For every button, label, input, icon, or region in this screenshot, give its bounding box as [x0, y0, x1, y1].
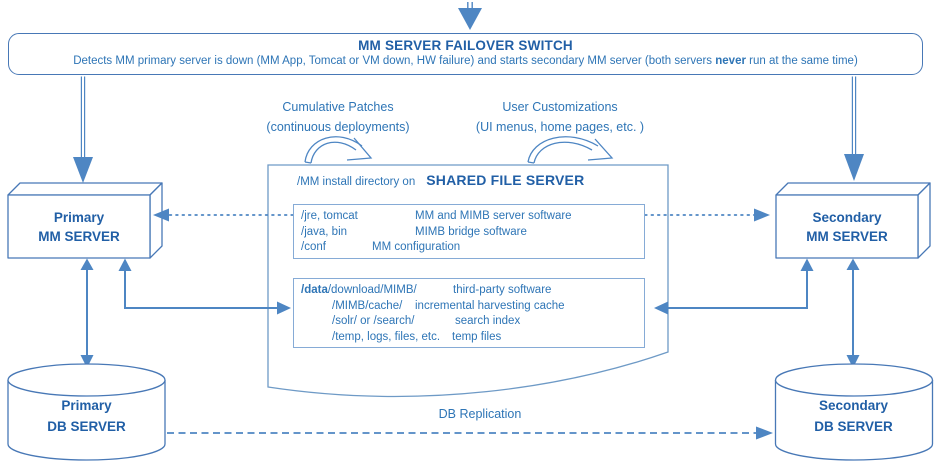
failover-to-primary-arrow: [73, 76, 93, 183]
primary-db-server-cylinder: [7, 363, 166, 461]
banner-subtitle: Detects MM primary server is down (MM Ap…: [73, 55, 858, 67]
failover-to-secondary-arrow: [844, 76, 864, 181]
primary-mm-db-arrow: [80, 258, 94, 368]
secondary-mm-server-label: Secondary MM SERVER: [806, 209, 888, 244]
cumulative-patches-label: Cumulative Patches (continuous deploymen…: [266, 100, 410, 134]
install-directory-label: /MM install directory on: [297, 176, 416, 188]
user-customizations-curved-arrow-icon: [527, 136, 614, 164]
file-row: /data/download/MIMB/ third-party softwar…: [301, 284, 552, 296]
db-replication-arrow: [167, 426, 773, 440]
cumulative-patches-curved-arrow-icon: [304, 136, 373, 164]
software-read-arrow-secondary: [644, 208, 770, 222]
primary-mm-data-arrow: [118, 258, 291, 315]
banner-title: MM SERVER FAILOVER SWITCH: [358, 38, 573, 53]
primary-mm-server-box: [7, 182, 163, 259]
secondary-db-server-label: Secondary DB SERVER: [814, 398, 893, 434]
file-row: /solr/ or /search/ search index: [332, 315, 521, 327]
file-row: /conf MM configuration: [301, 241, 461, 253]
primary-mm-server-label: Primary MM SERVER: [38, 209, 120, 244]
file-row: /MIMB/cache/ incremental harvesting cach…: [332, 299, 565, 312]
secondary-mm-server-box: [775, 182, 931, 259]
user-customizations-label: User Customizations (UI menus, home page…: [475, 100, 645, 134]
secondary-mm-data-arrow: [654, 258, 814, 315]
file-row: /java, bin MIMB bridge software: [301, 225, 527, 238]
secondary-mm-db-arrow: [846, 258, 860, 368]
db-replication-label: DB Replication: [438, 407, 522, 421]
failover-switch-banner: MM SERVER FAILOVER SWITCH Detects MM pri…: [8, 33, 923, 75]
incoming-failover-arrow-icon: [458, 2, 482, 30]
file-row: /temp, logs, files, etc. temp files: [332, 330, 502, 343]
data-directory-box: /data/download/MIMB/ third-party softwar…: [293, 278, 645, 348]
software-directory-box: /jre, tomcat MM and MIMB server software…: [293, 204, 645, 259]
shared-file-server-title: SHARED FILE SERVER: [426, 172, 585, 188]
secondary-db-server-cylinder: [774, 363, 934, 461]
shared-file-server-header: /MM install directory on SHARED FILE SER…: [297, 172, 584, 188]
software-read-arrow-primary: [153, 208, 294, 222]
primary-db-server-label: Primary DB SERVER: [47, 398, 126, 434]
file-row: /jre, tomcat MM and MIMB server software: [301, 210, 572, 222]
